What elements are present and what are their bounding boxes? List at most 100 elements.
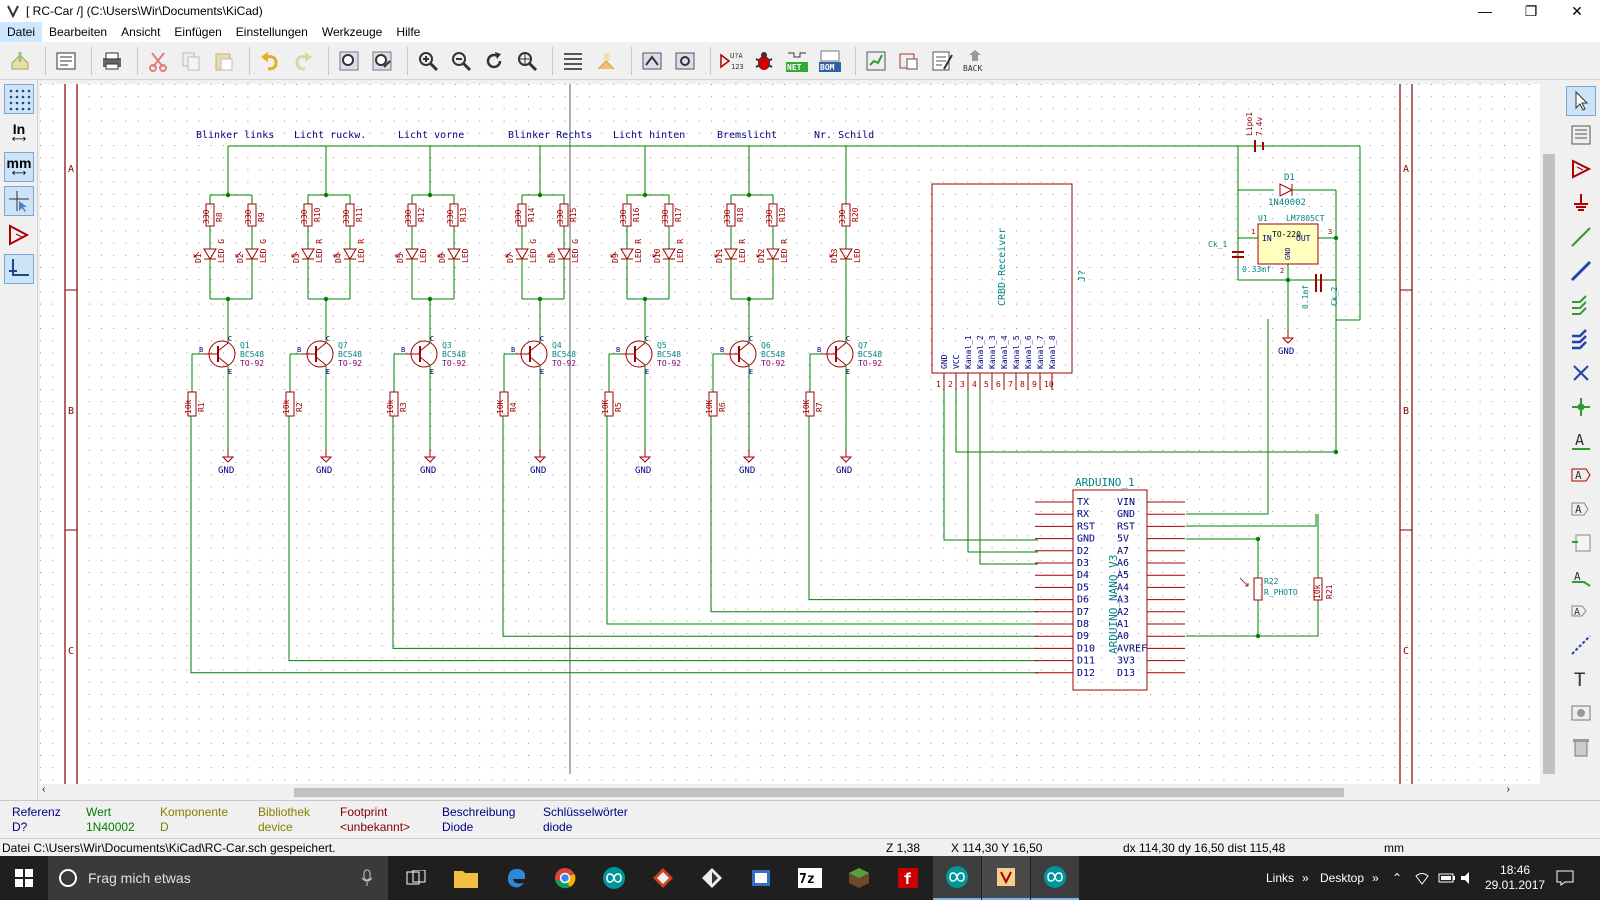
leave-sheet-icon[interactable] [592, 46, 620, 76]
kicad-eeschema-icon[interactable] [982, 856, 1030, 900]
led-ref: D4 [334, 253, 343, 263]
hierarchical-sheet-icon[interactable] [1566, 528, 1596, 558]
global-label-icon[interactable]: A [1566, 460, 1596, 490]
netlist-icon[interactable]: NET [783, 46, 811, 76]
import-footprint-icon[interactable] [895, 46, 923, 76]
hierarchy-navigator-icon[interactable] [559, 46, 587, 76]
led-D7 [505, 251, 512, 258]
units-inch-icon[interactable]: In ⟷ [11, 121, 27, 145]
library-editor-icon[interactable] [638, 46, 666, 76]
library-browser-icon[interactable] [671, 46, 699, 76]
add-power-icon[interactable] [1566, 188, 1596, 218]
edge-icon[interactable] [492, 856, 540, 900]
undo-icon[interactable] [256, 46, 284, 76]
menu-bearbeiten[interactable]: Bearbeiten [49, 25, 108, 39]
image-icon[interactable] [1566, 698, 1596, 728]
arduino-pin-left: D8 [1077, 619, 1089, 630]
task-view-icon[interactable] [392, 856, 440, 900]
page-settings-icon[interactable] [52, 46, 80, 76]
print-icon[interactable] [98, 46, 126, 76]
sheet-pin-icon[interactable]: A [1566, 596, 1596, 626]
toolbar-links[interactable]: Links» [1266, 871, 1309, 885]
find-replace-icon[interactable] [368, 46, 396, 76]
cvpcb-icon[interactable] [862, 46, 890, 76]
cursor-shape-icon[interactable] [4, 186, 34, 216]
hierarchical-label-icon[interactable]: A [1566, 494, 1596, 524]
clock[interactable]: 18:46 29.01.2017 [1485, 856, 1545, 900]
select-arrow-icon[interactable] [1566, 86, 1596, 116]
add-component-icon[interactable] [1566, 154, 1596, 184]
redraw-icon[interactable] [480, 46, 508, 76]
copy-icon[interactable] [177, 46, 205, 76]
arduino-icon[interactable] [590, 856, 638, 900]
filezilla-icon[interactable]: f [884, 856, 932, 900]
volume-icon[interactable] [1460, 856, 1476, 900]
add-bus-icon[interactable] [1566, 256, 1596, 286]
battery-icon[interactable] [1438, 856, 1456, 900]
arduino3-icon[interactable] [1031, 856, 1079, 900]
vertical-scrollbar[interactable] [1540, 84, 1558, 784]
back-icon[interactable]: BACK [961, 46, 989, 76]
file-explorer-icon[interactable] [442, 856, 490, 900]
zoom-fit-icon[interactable] [513, 46, 541, 76]
add-wire-icon[interactable] [1566, 222, 1596, 252]
paste-icon[interactable] [210, 46, 238, 76]
bom-icon[interactable]: BOM [816, 46, 844, 76]
notifications-icon[interactable] [1556, 856, 1574, 900]
text-icon[interactable]: T [1566, 664, 1596, 694]
toolbar-desktop[interactable]: Desktop» [1320, 871, 1379, 885]
orthogonal-wire-icon[interactable] [4, 254, 34, 284]
maximize-button[interactable]: ❐ [1524, 3, 1538, 19]
app2-icon[interactable] [688, 856, 736, 900]
start-button[interactable] [0, 856, 48, 900]
minimize-button[interactable]: — [1478, 3, 1492, 19]
network-icon[interactable] [1414, 856, 1430, 900]
horizontal-scrollbar[interactable]: ‹ › [40, 784, 1540, 800]
new-sheet-icon[interactable] [6, 46, 34, 76]
sheet-frame: A B C A B C [64, 84, 1413, 784]
no-connect-icon[interactable] [1566, 358, 1596, 388]
cut-icon[interactable] [144, 46, 172, 76]
tray-chevron-icon[interactable]: ⌃ [1392, 871, 1403, 885]
find-icon[interactable] [335, 46, 363, 76]
chrome-icon[interactable] [541, 856, 589, 900]
receiver-pin: Kanal_2 [976, 335, 985, 369]
erc-icon[interactable] [750, 46, 778, 76]
led-value: LED G [529, 239, 538, 263]
led-D8 [547, 251, 554, 258]
menu-ansicht[interactable]: Ansicht [121, 25, 161, 39]
hierarchy-icon[interactable] [1566, 120, 1596, 150]
import-sheet-pin-icon[interactable]: A [1566, 562, 1596, 592]
zoom-out-icon[interactable] [447, 46, 475, 76]
annotate-icon[interactable]: U?A 123 [717, 46, 745, 76]
menu-einstellungen[interactable]: Einstellungen [235, 25, 308, 39]
arduino2-icon[interactable] [933, 856, 981, 900]
microphone-icon[interactable] [360, 869, 374, 887]
zoom-in-icon[interactable] [414, 46, 442, 76]
junction-icon[interactable] [1566, 392, 1596, 422]
hidden-pins-icon[interactable] [4, 220, 34, 250]
net-label-icon[interactable]: A [1566, 426, 1596, 456]
close-button[interactable]: ✕ [1571, 3, 1583, 19]
units-mm-icon[interactable]: mm ⟷ [4, 152, 34, 182]
menu-werkzeuge[interactable]: Werkzeuge [321, 25, 383, 39]
arduino-pin-right: A6 [1117, 558, 1129, 569]
app-icon[interactable] [639, 856, 687, 900]
wire-bus-entry-icon[interactable] [1566, 290, 1596, 320]
redo-icon[interactable] [289, 46, 317, 76]
taskbar-search[interactable]: Frag mich etwas [48, 856, 388, 900]
graphic-line-icon[interactable] [1566, 630, 1596, 660]
led-value: LED R [634, 239, 643, 263]
menu-hilfe[interactable]: Hilfe [396, 25, 421, 39]
minecraft-icon[interactable] [835, 856, 883, 900]
pcbnew-icon[interactable] [928, 46, 956, 76]
app3-icon[interactable] [737, 856, 785, 900]
menu-einfuegen[interactable]: Einfügen [174, 25, 222, 39]
grid-toggle-icon[interactable] [4, 84, 34, 114]
delete-icon[interactable] [1566, 732, 1596, 762]
bus-bus-entry-icon[interactable] [1566, 324, 1596, 354]
menu-datei[interactable]: Datei [0, 22, 43, 42]
7zip-icon[interactable]: 7z [786, 856, 834, 900]
